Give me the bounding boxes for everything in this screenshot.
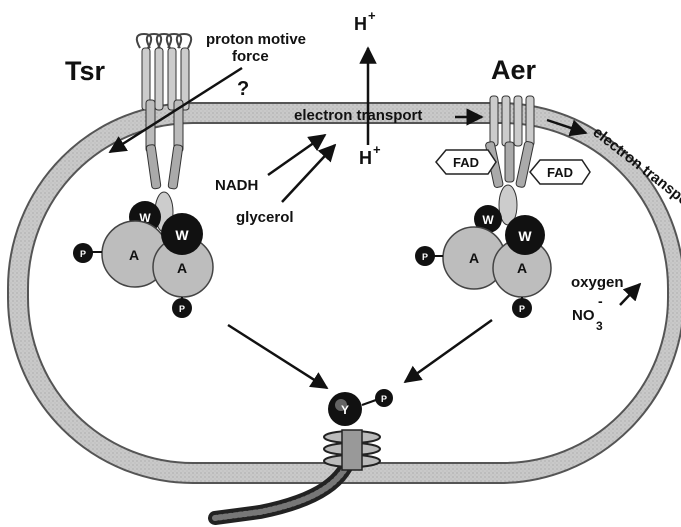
tsr-p-label-2: P [179, 304, 185, 314]
h-plus-bottom-sup: + [373, 142, 381, 157]
nitrate-superscript: - [598, 293, 603, 309]
tsr-a-label-2: A [177, 260, 187, 276]
nitrate-subscript: 3 [596, 319, 603, 333]
aer-w-label-1: W [482, 213, 494, 227]
fad-domain-right: FAD [530, 160, 590, 184]
h-plus-bottom: H [359, 148, 372, 168]
h-plus-top-sup: + [368, 8, 376, 23]
tsr-label: Tsr [65, 56, 106, 86]
nadh-label: NADH [215, 177, 258, 194]
question-mark: ? [237, 78, 249, 100]
pmf-label-2: force [232, 48, 269, 65]
chey-label: Y [341, 403, 349, 417]
flagellar-motor [324, 430, 380, 470]
tsr-p-label-1: P [80, 249, 86, 259]
aer-a-label-1: A [469, 250, 479, 266]
electron-transport-label-top: electron transport [294, 107, 422, 124]
tsr-a-label-1: A [129, 247, 139, 263]
aer-p-label-2: P [519, 304, 525, 314]
fad-domain-left: FAD [436, 150, 496, 174]
chey-p-label: P [381, 394, 387, 404]
aer-a-label-2: A [517, 260, 527, 276]
fad-label-right: FAD [547, 165, 573, 180]
pmf-label-1: proton motive [206, 31, 306, 48]
aer-p-label-1: P [422, 252, 428, 262]
aer-label: Aer [491, 55, 537, 85]
glycerol-label: glycerol [236, 209, 294, 226]
fad-label-left: FAD [453, 155, 479, 170]
aer-w-label-2: W [518, 228, 532, 244]
h-plus-top: H [354, 14, 367, 34]
tsr-w-label-2: W [175, 227, 189, 243]
oxygen-label: oxygen [571, 274, 624, 291]
nitrate-label: NO [572, 307, 595, 324]
